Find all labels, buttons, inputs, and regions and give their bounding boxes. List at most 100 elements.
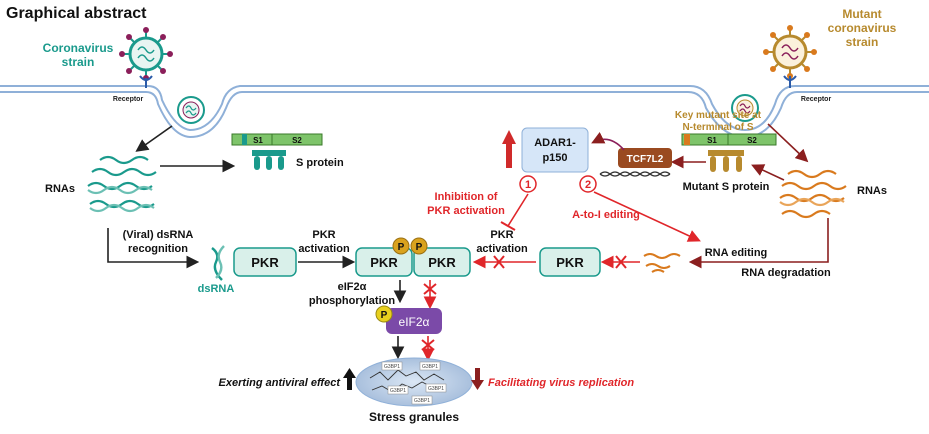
phospho-label-a: P xyxy=(398,242,405,253)
mutant-label-3: strain xyxy=(846,35,879,49)
s1-label: S1 xyxy=(253,136,263,145)
eif2a-phospho-circle xyxy=(375,305,393,323)
mutant-s-protein-label: Mutant S protein xyxy=(683,181,770,193)
pkr-box-1 xyxy=(233,247,297,277)
adar1-box xyxy=(521,127,589,173)
phospho-circle-a xyxy=(392,237,410,255)
mutant-label-2: coronavirus xyxy=(828,21,897,35)
pkr-dimer-label-b: PKR xyxy=(428,255,456,270)
coronavirus-icon xyxy=(119,27,173,81)
pkr-dimer-box-a xyxy=(355,247,413,277)
receptor-label: Receptor xyxy=(113,96,144,103)
arrow-rna-to-mutant-s xyxy=(751,164,785,181)
eif2a-label: eIF2α xyxy=(399,315,430,329)
pkr-label-right: PKR xyxy=(556,255,584,270)
mutant-s1-label: S1 xyxy=(707,136,717,145)
s-protein-label: S protein xyxy=(296,157,344,169)
pkr-box-right xyxy=(539,247,601,277)
rnas-right-icon xyxy=(779,169,847,219)
receptor-label-right: Receptor xyxy=(801,96,832,103)
inhibition-bar xyxy=(500,221,516,231)
pkr-dimer-box-b xyxy=(413,247,471,277)
block-x-icon-4 xyxy=(421,339,435,351)
page-title: Graphical abstract xyxy=(6,5,147,22)
upregulation-arrow-icon xyxy=(502,130,516,168)
mutant-s2-label: S2 xyxy=(747,136,757,145)
g3bp1-tags: G3BP1 G3BP1 G3BP1 G3BP1 G3BP1 xyxy=(381,361,447,405)
stress-granule-mesh xyxy=(369,369,445,393)
stress-granules-label: Stress granules xyxy=(369,410,459,424)
arrow-mutant-to-rna xyxy=(767,123,809,163)
g3bp1-tag-5: G3BP1 xyxy=(414,398,430,404)
mutant-coronavirus-icon xyxy=(763,25,817,79)
block-x-icon-1 xyxy=(493,255,505,269)
rnas-left-icon xyxy=(87,155,157,213)
g3bp1-tag-1: G3BP1 xyxy=(384,364,400,370)
eif2a-box xyxy=(386,308,442,334)
arrow-a-to-i-editing xyxy=(593,191,701,242)
eif2a-phospho-label: P xyxy=(381,310,388,321)
rna-editing-label: RNA editing xyxy=(705,247,768,259)
coronavirus-label-1: Coronavirus xyxy=(43,41,114,55)
step-1-circle xyxy=(519,175,537,193)
s2-label: S2 xyxy=(292,136,302,145)
mutant-site-note-1: Key mutant site at xyxy=(675,110,762,121)
rnas-right-label: RNAs xyxy=(857,185,887,197)
pkr-dimer-label-a: PKR xyxy=(370,255,398,270)
adar1-label-1: ADAR1- xyxy=(534,137,576,149)
pkr-activation2-label-2: activation xyxy=(476,243,528,255)
dsrna-recognition-2: recognition xyxy=(128,243,188,255)
receptor-icon xyxy=(139,75,153,88)
eif2a-phos-label-2: phosphorylation xyxy=(309,295,395,307)
mutant-site-note-2: N-terminal of S xyxy=(682,122,753,133)
dsrna-icon xyxy=(211,245,225,281)
pkr-label-1: PKR xyxy=(251,255,279,270)
arrow-tcf7l2-to-adar1 xyxy=(591,131,625,151)
tcf7l2-box xyxy=(599,148,672,177)
a-to-i-editing-label: A-to-I editing xyxy=(572,209,640,221)
phospho-circle-b xyxy=(410,237,428,255)
inhibition-label-2: PKR activation xyxy=(427,205,505,217)
step-1-label: 1 xyxy=(525,179,531,191)
arrow-virus-to-rna xyxy=(135,125,173,152)
g3bp1-tag-3: G3BP1 xyxy=(390,388,406,394)
internalized-virus-icon xyxy=(177,96,205,124)
pkr-activation-label-2: activation xyxy=(298,243,350,255)
eif2a-phos-label-1: eIF2α xyxy=(338,281,367,293)
mutant-s-protein-icon xyxy=(708,150,744,172)
cell-membrane xyxy=(0,85,929,139)
replication-label: Facilitating virus replication xyxy=(488,377,634,389)
inhibition-label-1: Inhibition of xyxy=(435,191,498,203)
mutant-label-1: Mutant xyxy=(842,7,881,21)
rna-degradation-label: RNA degradation xyxy=(741,267,831,279)
tcf7l2-label: TCF7L2 xyxy=(627,154,664,165)
g3bp1-tag-4: G3BP1 xyxy=(428,386,444,392)
receptor-icon-right xyxy=(783,75,797,88)
rnas-left-label: RNAs xyxy=(45,183,75,195)
arrow-rna-to-editing xyxy=(688,218,829,269)
s-protein-domains xyxy=(231,133,323,146)
step-2-label: 2 xyxy=(585,179,591,191)
block-x-icon-2 xyxy=(615,255,627,269)
arrow-dsrna-recognition xyxy=(107,228,200,269)
antiviral-label: Exerting antiviral effect xyxy=(219,377,342,389)
step-2-circle xyxy=(579,175,597,193)
antiviral-up-arrow-icon xyxy=(343,368,356,390)
mutant-s-protein-domains xyxy=(681,133,777,146)
dsrna-recognition-1: (Viral) dsRNA xyxy=(123,229,194,241)
block-x-icon-3 xyxy=(423,283,437,295)
dsrna-label: dsRNA xyxy=(198,283,235,295)
replication-down-arrow-icon xyxy=(471,368,484,390)
edited-rna-icon xyxy=(643,253,681,273)
g3bp1-tag-2: G3BP1 xyxy=(422,364,438,370)
adar1-label-2: p150 xyxy=(542,152,567,164)
coronavirus-label-2: strain xyxy=(62,55,95,69)
s-protein-icon xyxy=(252,150,286,170)
pkr-activation2-label-1: PKR xyxy=(490,229,513,241)
pkr-activation-label-1: PKR xyxy=(312,229,335,241)
phospho-label-b: P xyxy=(416,242,423,253)
internalized-mutant-virus-icon xyxy=(731,94,759,122)
inhibition-line xyxy=(507,193,529,227)
